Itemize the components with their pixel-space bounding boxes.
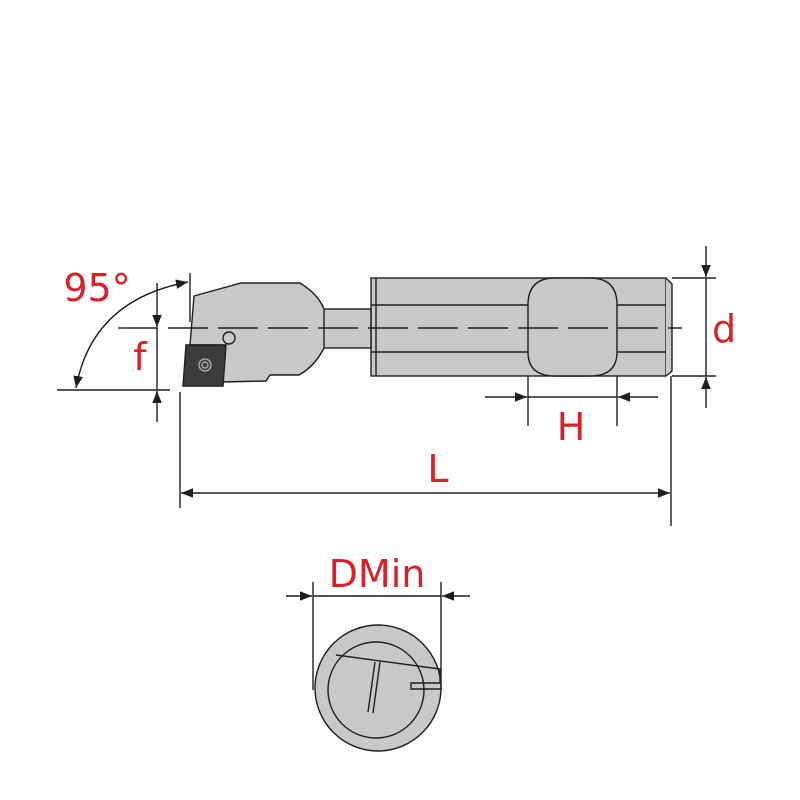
shank [370,277,667,377]
f-label: f [133,335,148,379]
angle-label: 95° [63,266,130,310]
h-label: H [557,405,586,449]
dmin-label: DMin [329,552,426,596]
shank-chamfer [665,277,673,377]
end-view-inner [327,641,425,739]
flat-clamp-area [527,277,618,377]
insert [182,344,227,387]
clamp-screw-icon [222,331,236,345]
d-label: d [712,307,736,351]
angle-dimension [73,279,189,389]
end-view-outer [314,624,442,752]
l-label: L [427,447,448,491]
